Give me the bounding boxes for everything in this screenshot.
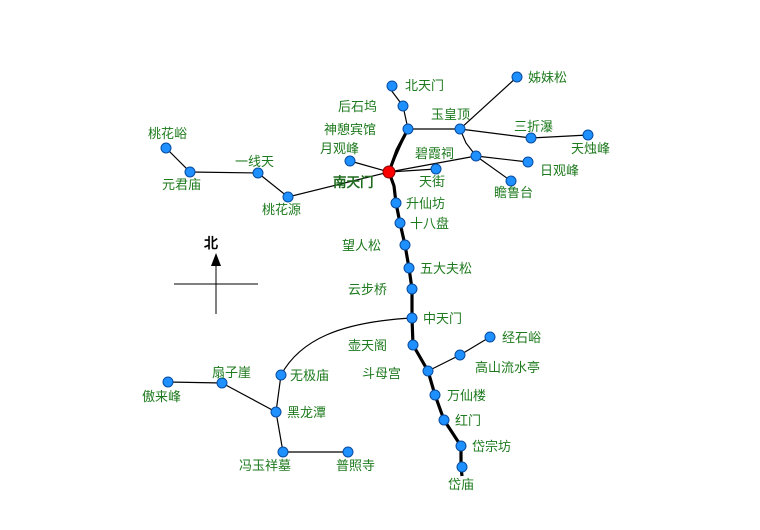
label-puzhaosi: 普照寺 (336, 459, 375, 474)
node-yueguanfeng[interactable] (344, 155, 356, 167)
node-sanzhepu[interactable] (525, 132, 537, 144)
label-houshiwu: 后石坞 (338, 99, 377, 115)
labels: 北天门 后石坞 神憩宾馆 玉皇顶 姊妹松 三折瀑 天烛峰 月观峰 碧霞祠 日观峰… (142, 71, 610, 493)
label-heilongtan: 黑龙潭 (287, 406, 326, 421)
path-to-zhanlutai (475, 155, 512, 182)
label-zhongtianmen: 中天门 (423, 312, 462, 327)
node-taohuayuan[interactable] (282, 191, 294, 203)
label-tianjie: 天街 (419, 175, 445, 190)
label-beitianmen: 北天门 (405, 79, 444, 94)
label-yuanjunmiao: 元君庙 (162, 178, 201, 193)
label-riguanfeng: 日观峰 (540, 164, 579, 179)
path-to-tianzhufeng (530, 134, 589, 139)
node-wanxianlou[interactable] (429, 389, 441, 401)
node-tianjie[interactable] (430, 163, 442, 175)
node-yunbuqiao[interactable] (406, 283, 418, 295)
node-shanziya[interactable] (216, 377, 228, 389)
node-jingshiyu[interactable] (484, 331, 496, 343)
label-wanxianlou: 万仙楼 (447, 389, 486, 404)
north-compass: 北 (174, 236, 258, 314)
path-to-riguanfeng (475, 155, 529, 163)
label-doumugong: 斗母宫 (362, 367, 401, 382)
node-yixiantian[interactable] (252, 167, 264, 179)
node-daizongfang[interactable] (455, 440, 467, 452)
node-wangrensong[interactable] (399, 239, 411, 251)
north-arrow-icon (211, 253, 221, 266)
label-shanziya: 扇子崖 (212, 365, 251, 381)
label-fengyuxiangmu: 冯玉祥墓 (239, 459, 291, 474)
label-shibapan: 十八盘 (410, 216, 449, 232)
label-wangrensong: 望人松 (342, 238, 381, 254)
node-hutiange[interactable] (407, 339, 419, 351)
compass-north-label: 北 (204, 236, 218, 252)
node-yuanjunmiao[interactable] (184, 166, 196, 178)
label-zimeisong: 姊妹松 (528, 71, 567, 86)
node-zhanlutai[interactable] (505, 175, 517, 187)
node-taohuayu[interactable] (160, 142, 172, 154)
label-yixiantian: 一线天 (235, 155, 274, 170)
node-heilongtan[interactable] (270, 406, 282, 418)
node-gaoshanliushuiting[interactable] (454, 349, 466, 361)
node-aolaifeng[interactable] (162, 376, 174, 388)
label-zhanlutai: 瞻鲁台 (494, 186, 533, 201)
node-doumugong[interactable] (422, 365, 434, 377)
node-shenqibinguan[interactable] (402, 123, 414, 135)
node-bixiaci[interactable] (470, 150, 482, 162)
node-wujimiao[interactable] (275, 369, 287, 381)
node-daimiao[interactable] (456, 461, 468, 473)
label-gaoshanliushuiting: 高山流水亭 (475, 360, 540, 376)
label-jingshiyu: 经石峪 (502, 331, 541, 346)
node-wudafusong[interactable] (403, 262, 415, 274)
path-tianjie (388, 168, 437, 173)
main-trail-upper (387, 128, 410, 173)
path-jingshiyu-gaoshan (459, 336, 491, 356)
node-beitianmen[interactable] (386, 80, 398, 92)
path-to-sanzhepu (459, 128, 532, 139)
label-sanzhepu: 三折瀑 (514, 120, 553, 135)
path-aolai-shanzi (167, 381, 223, 384)
path-nantian-bixia (388, 155, 477, 173)
node-nantianmen-highlight[interactable] (382, 165, 396, 179)
nodes (160, 71, 594, 473)
node-shengxianfang[interactable] (390, 197, 402, 209)
path-to-zimeisong (459, 76, 518, 130)
label-daizongfang: 岱宗坊 (472, 439, 511, 455)
label-yunbuqiao: 云步桥 (348, 283, 387, 298)
path-to-yueguanfeng (349, 160, 390, 173)
node-puzhaosi[interactable] (342, 446, 354, 458)
node-zimeisong[interactable] (511, 71, 523, 83)
label-taohuayuan: 桃花源 (262, 202, 301, 218)
label-hongmen: 红门 (455, 413, 481, 429)
label-yueguanfeng: 月观峰 (320, 142, 359, 157)
path-gaoshan-doumu (427, 354, 461, 372)
path-shanzi-heilong (221, 382, 277, 413)
label-tianzhufeng: 天烛峰 (571, 142, 610, 157)
label-hutiange: 壶天阁 (348, 339, 387, 354)
node-riguanfeng[interactable] (522, 156, 534, 168)
label-daimiao: 岱庙 (448, 478, 474, 493)
label-nantianmen: 南天门 (333, 174, 374, 191)
node-shibapan[interactable] (394, 217, 406, 229)
node-hongmen[interactable] (438, 414, 450, 426)
label-wudafusong: 五大夫松 (420, 262, 472, 277)
node-zhongtianmen[interactable] (406, 312, 418, 324)
label-wujimiao: 无极庙 (290, 369, 329, 384)
label-aolaifeng: 傲来峰 (142, 390, 181, 405)
node-houshiwu[interactable] (397, 100, 409, 112)
label-bixiaci: 碧霞祠 (415, 147, 454, 162)
label-shengxianfang: 升仙坊 (406, 197, 445, 212)
label-yuehuangding: 玉皇顶 (431, 108, 470, 123)
path-west-route (275, 317, 413, 413)
node-fengyuxiangmu[interactable] (277, 446, 289, 458)
label-shenqibinguan: 神憩宾馆 (324, 122, 376, 138)
node-yuehuangding[interactable] (454, 123, 466, 135)
node-tianzhufeng[interactable] (582, 129, 594, 141)
label-taohuayu: 桃花峪 (148, 126, 187, 142)
